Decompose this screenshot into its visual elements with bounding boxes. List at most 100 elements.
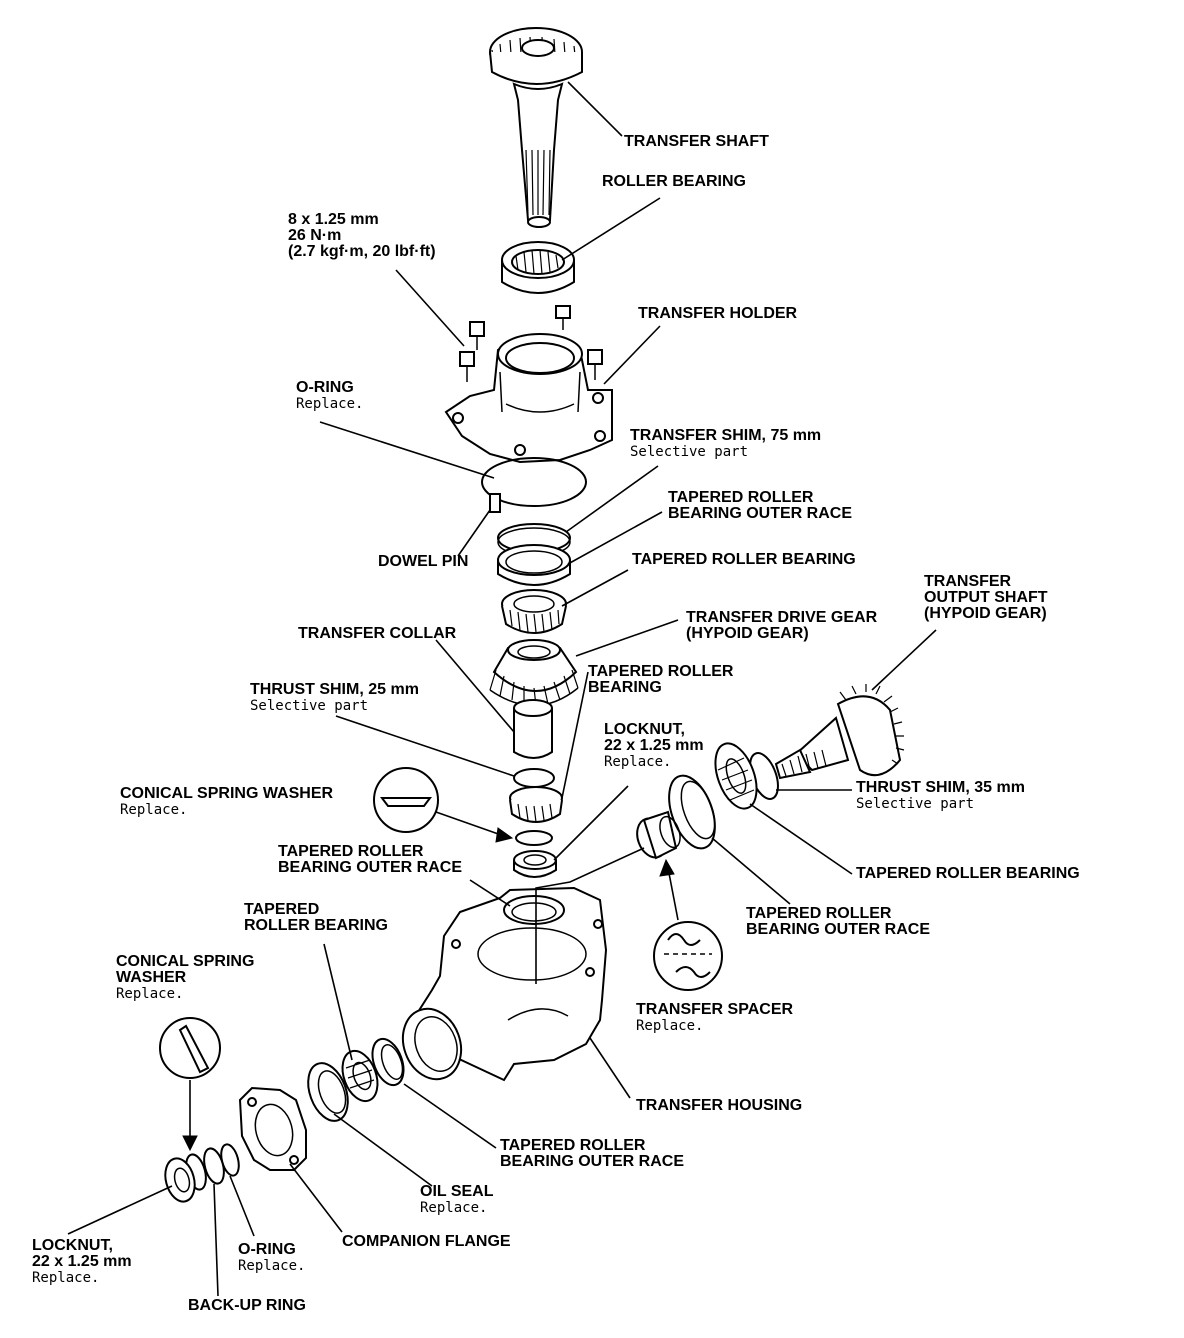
companion-flange xyxy=(238,1086,307,1171)
bearing-4-line-1: TAPERED xyxy=(244,901,320,918)
label-transfer-drive-gear: TRANSFER DRIVE GEAR (HYPOID GEAR) xyxy=(686,610,877,642)
label-tapered-roller-bearing-3: TAPERED ROLLER BEARING xyxy=(856,865,1080,882)
locknut-top-line-1: LOCKNUT, xyxy=(604,721,685,738)
thrust-shim-35-note: Selective part xyxy=(856,796,975,812)
drive-gear-line-2: (HYPOID GEAR) xyxy=(686,625,809,642)
outer-race-3-line-1: TAPERED ROLLER xyxy=(746,905,892,922)
label-locknut-bottom: LOCKNUT, 22 x 1.25 mm Replace. xyxy=(32,1237,132,1287)
label-transfer-shim-75: TRANSFER SHIM, 75 mm Selective part xyxy=(630,427,822,461)
thrust-shim-25-note: Selective part xyxy=(250,698,369,714)
bearing-2-line-1: TAPERED ROLLER xyxy=(588,663,734,680)
transfer-spacer-note: Replace. xyxy=(636,1018,704,1034)
conical-washer-top-name: CONICAL SPRING WASHER xyxy=(120,785,334,802)
tapered-roller-bearing-outer-race-3 xyxy=(371,1037,405,1087)
outer-race-1-line-1: TAPERED ROLLER xyxy=(668,489,814,506)
conical-spring-washer-detail xyxy=(373,767,439,833)
dowel-pin xyxy=(489,493,501,513)
label-bolt-spec: 8 x 1.25 mm 26 N·m (2.7 kgf·m, 20 lbf·ft… xyxy=(288,212,436,260)
roller-bearing xyxy=(501,241,575,294)
transfer-shim-75-note: Selective part xyxy=(630,444,749,460)
label-transfer-shaft: TRANSFER SHAFT xyxy=(624,133,769,150)
label-tapered-roller-bearing-2: TAPERED ROLLER BEARING xyxy=(588,664,733,696)
label-dowel-pin: DOWEL PIN xyxy=(378,553,469,570)
label-o-ring-top: O-RING Replace. xyxy=(296,379,364,413)
output-shaft-line-1: TRANSFER xyxy=(924,573,1012,590)
locknut-bottom-line-1: LOCKNUT, xyxy=(32,1237,113,1254)
tapered-roller-bearing-1 xyxy=(501,589,567,634)
label-locknut-top: LOCKNUT, 22 x 1.25 mm Replace. xyxy=(604,721,704,771)
transfer-collar xyxy=(513,699,553,759)
bearing-4-line-2: ROLLER BEARING xyxy=(244,917,388,934)
bolt-spec-size: 8 x 1.25 mm xyxy=(288,211,379,228)
label-conical-spring-washer-top: CONICAL SPRING WASHER Replace. xyxy=(120,785,334,819)
label-conical-spring-washer-bottom: CONICAL SPRING WASHER Replace. xyxy=(116,953,255,1003)
locknut-top xyxy=(513,850,557,878)
label-o-ring-bottom: O-RING Replace. xyxy=(238,1241,306,1275)
transfer-shaft xyxy=(489,27,583,228)
label-back-up-ring: BACK-UP RING xyxy=(188,1297,306,1314)
label-tapered-roller-bearing-outer-race-2: TAPERED ROLLER BEARING OUTER RACE xyxy=(278,844,462,876)
thrust-shim-25 xyxy=(513,768,555,788)
oil-seal-note: Replace. xyxy=(420,1200,488,1216)
locknut-top-note: Replace. xyxy=(604,754,672,770)
label-transfer-spacer: TRANSFER SPACER Replace. xyxy=(636,1002,793,1035)
conical-washer-top-note: Replace. xyxy=(120,802,188,818)
outer-race-2-line-1: TAPERED ROLLER xyxy=(278,843,424,860)
label-transfer-housing: TRANSFER HOUSING xyxy=(636,1097,803,1114)
o-ring-top-note: Replace. xyxy=(296,396,364,412)
label-tapered-roller-bearing-outer-race-3: TAPERED ROLLER BEARING OUTER RACE xyxy=(746,906,930,938)
outer-race-1-line-2: BEARING OUTER RACE xyxy=(668,505,853,522)
drive-gear-line-1: TRANSFER DRIVE GEAR xyxy=(686,609,878,626)
bolt-spec-torque-alt: (2.7 kgf·m, 20 lbf·ft) xyxy=(288,243,436,260)
thrust-shim-35-name: THRUST SHIM, 35 mm xyxy=(856,779,1025,796)
conical-spring-washer-bottom-detail xyxy=(159,1017,221,1079)
label-tapered-roller-bearing-outer-race-4: TAPERED ROLLER BEARING OUTER RACE xyxy=(500,1138,684,1170)
tapered-roller-bearing-3 xyxy=(714,742,758,810)
label-roller-bearing: ROLLER BEARING xyxy=(602,173,746,190)
transfer-shim-75-name: TRANSFER SHIM, 75 mm xyxy=(630,427,822,444)
transfer-drive-gear xyxy=(489,639,579,707)
transfer-spacer xyxy=(636,810,681,860)
bearing-2-line-2: BEARING xyxy=(588,679,662,696)
outer-race-4-line-1: TAPERED ROLLER xyxy=(500,1137,646,1154)
conical-washer-bottom-line-1: CONICAL SPRING xyxy=(116,953,255,970)
tapered-roller-bearing-4 xyxy=(341,1049,379,1103)
label-transfer-collar: TRANSFER COLLAR xyxy=(298,625,457,642)
outer-race-2-line-2: BEARING OUTER RACE xyxy=(278,859,463,876)
thrust-shim-25-name: THRUST SHIM, 25 mm xyxy=(250,681,419,698)
output-shaft-line-2: OUTPUT SHAFT xyxy=(924,589,1048,606)
locknut-bottom-line-2: 22 x 1.25 mm xyxy=(32,1253,132,1270)
label-transfer-output-shaft: TRANSFER OUTPUT SHAFT (HYPOID GEAR) xyxy=(924,574,1048,622)
tapered-roller-bearing-outer-race-2 xyxy=(668,774,716,850)
locknut-bottom xyxy=(164,1157,196,1203)
label-transfer-holder: TRANSFER HOLDER xyxy=(638,305,798,322)
outer-race-4-line-2: BEARING OUTER RACE xyxy=(500,1153,685,1170)
label-thrust-shim-25: THRUST SHIM, 25 mm Selective part xyxy=(250,681,419,715)
label-tapered-roller-bearing-4: TAPERED ROLLER BEARING xyxy=(244,902,388,934)
o-ring-top-name: O-RING xyxy=(296,379,354,396)
oil-seal-name: OIL SEAL xyxy=(420,1183,494,1200)
oil-seal xyxy=(307,1062,349,1122)
transfer-housing xyxy=(401,886,608,1082)
outer-race-3-line-2: BEARING OUTER RACE xyxy=(746,921,931,938)
locknut-bottom-note: Replace. xyxy=(32,1270,100,1286)
tapered-roller-bearing-2 xyxy=(509,786,563,823)
label-tapered-roller-bearing-1: TAPERED ROLLER BEARING xyxy=(632,551,856,568)
conical-washer-bottom-line-2: WASHER xyxy=(116,969,187,986)
label-thrust-shim-35: THRUST SHIM, 35 mm Selective part xyxy=(856,779,1025,813)
detail-arrows xyxy=(182,811,679,1152)
transfer-holder xyxy=(444,333,613,464)
bolt-spec-torque: 26 N·m xyxy=(288,227,342,244)
o-ring-bottom-note: Replace. xyxy=(238,1258,306,1274)
o-ring-top xyxy=(481,457,587,507)
conical-spring-washer-top xyxy=(515,830,553,846)
label-tapered-roller-bearing-outer-race-1: TAPERED ROLLER BEARING OUTER RACE xyxy=(668,490,852,522)
output-shaft-line-3: (HYPOID GEAR) xyxy=(924,605,1047,622)
conical-washer-bottom-note: Replace. xyxy=(116,986,184,1002)
leader-lines xyxy=(67,81,937,1297)
label-oil-seal: OIL SEAL Replace. xyxy=(420,1183,494,1217)
tapered-roller-bearing-outer-race-1 xyxy=(497,544,571,586)
transfer-output-shaft xyxy=(774,684,905,780)
o-ring-bottom-name: O-RING xyxy=(238,1241,296,1258)
